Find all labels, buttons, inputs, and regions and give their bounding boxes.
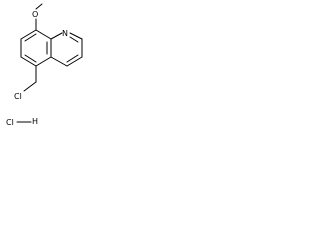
double-bond-c3-c4 (66, 54, 79, 63)
ring-bond-c8-c8a (35, 29, 52, 40)
atom-label-nitrogen: N (62, 29, 68, 38)
ring-bond-c7-c8 (20, 29, 37, 40)
chemical-structure: O N Cl Cl H (6, 3, 83, 127)
atom-label-chlorine: Cl (14, 92, 22, 101)
ring-bond-c4-c4a (50, 56, 68, 67)
double-bond-n1-c2 (69, 36, 79, 43)
ring-bond-c4a-c5 (35, 56, 52, 67)
ch2-to-cl-bond (23, 81, 37, 92)
ring-bond-c5-c6 (20, 56, 37, 67)
methoxy-methyl-bond (35, 3, 43, 10)
double-bond-c7-c8 (24, 33, 37, 42)
ring-bond-c3-c4 (66, 56, 83, 67)
atom-label-salt-hydrogen: H (32, 117, 38, 126)
atom-label-oxygen: O (32, 10, 38, 19)
ring-bond-n1-c2 (69, 32, 83, 40)
ring-bond-c8a-n1 (50, 32, 63, 40)
atom-label-salt-chlorine: Cl (6, 118, 14, 127)
double-bond-c5-c6 (24, 54, 37, 63)
